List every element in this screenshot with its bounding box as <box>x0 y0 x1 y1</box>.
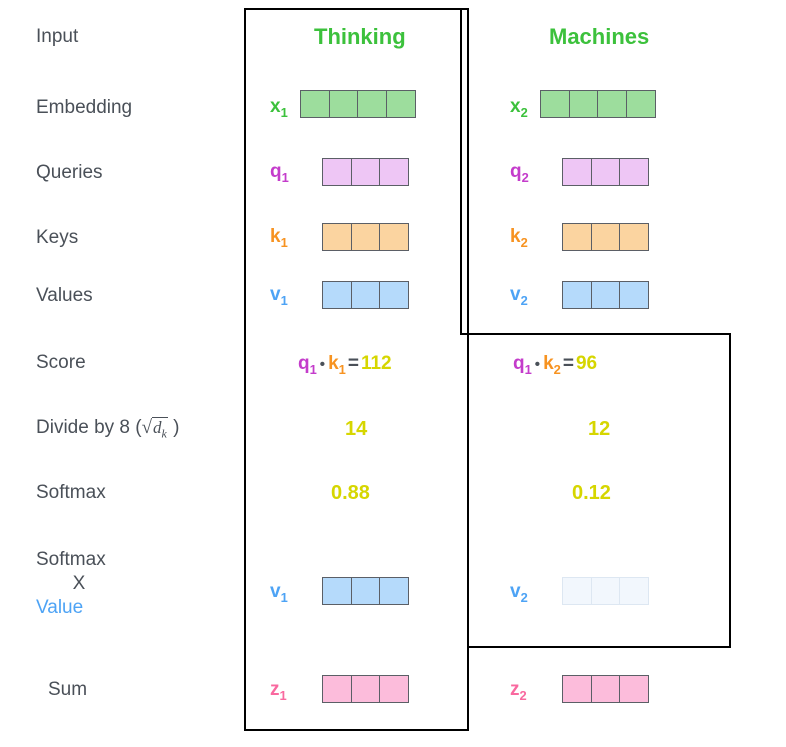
vector-cell <box>562 158 592 186</box>
divide-prefix-text: Divide by 8 ( <box>36 417 142 438</box>
vector-cell <box>625 90 656 118</box>
softmax-value-column-one: 0.88 <box>331 482 370 504</box>
row-label-divide-by-8: Divide by 8 (√dk ) <box>36 416 179 441</box>
vector-cell <box>590 223 621 251</box>
row-label-values: Values <box>36 285 93 306</box>
vector-cell <box>562 223 592 251</box>
vector-k1 <box>322 223 409 251</box>
vector-z2 <box>562 675 649 703</box>
vector-tag-v2: v2 <box>510 284 528 308</box>
vector-tag-z2: z2 <box>510 679 527 703</box>
vector-q1 <box>322 158 409 186</box>
vector-x2 <box>540 90 656 118</box>
dot-product-icon: • <box>319 356 326 373</box>
vector-v1 <box>322 281 409 309</box>
softmax-times-value-line-3: Value <box>36 596 84 618</box>
outline-upper-right <box>460 9 468 335</box>
row-label-embedding: Embedding <box>36 97 133 118</box>
row-label-softmax: Softmax <box>36 482 106 503</box>
weighted-vector-tag-v2: v2 <box>510 581 528 605</box>
vector-cell <box>322 281 352 309</box>
column-title-machines: Machines <box>549 24 650 49</box>
score-expression-column-one: q1•k1=112 <box>298 353 392 377</box>
row-label-queries: Queries <box>36 162 103 183</box>
vector-cell <box>322 223 352 251</box>
vector-cell <box>379 577 409 605</box>
dot-product-icon: • <box>534 356 541 373</box>
vector-cell <box>590 158 621 186</box>
vector-cell <box>350 281 381 309</box>
weighted-vector-v1 <box>322 577 409 605</box>
softmax-times-value-line-2: X <box>72 572 86 594</box>
vector-cell <box>619 158 649 186</box>
divided-value-column-one: 14 <box>345 418 368 440</box>
vector-cell <box>590 577 621 605</box>
vector-cell <box>590 281 621 309</box>
vector-cell <box>619 577 649 605</box>
vector-tag-k1: k1 <box>270 226 288 250</box>
vector-tag-v1: v1 <box>270 284 288 308</box>
column-title-thinking: Thinking <box>314 24 406 49</box>
vector-cell <box>562 577 592 605</box>
softmax-value-column-two: 0.12 <box>572 482 611 504</box>
vector-cell <box>300 90 330 118</box>
vector-cell <box>619 281 649 309</box>
vector-cell <box>350 675 381 703</box>
row-label-score: Score <box>36 352 86 373</box>
vector-tag-q1: q1 <box>270 161 289 185</box>
divide-suffix-text: ) <box>173 417 180 438</box>
vector-cell <box>385 90 416 118</box>
row-label-softmax-times-value: Softmax X Value <box>36 548 122 619</box>
vector-v2 <box>562 281 649 309</box>
vector-cell <box>350 577 381 605</box>
vector-x1 <box>300 90 416 118</box>
vector-cell <box>350 223 381 251</box>
score-expression-column-two: q1•k2=96 <box>513 353 598 377</box>
vector-cell <box>379 223 409 251</box>
vector-cell <box>568 90 599 118</box>
vector-k2 <box>562 223 649 251</box>
vector-cell <box>590 675 621 703</box>
vector-cell <box>540 90 570 118</box>
row-label-input: Input <box>36 26 79 47</box>
softmax-times-value-line-1: Softmax <box>36 549 106 570</box>
divide-dk-text: dk <box>152 417 168 441</box>
weighted-vector-tag-v1: v1 <box>270 581 288 605</box>
vector-cell <box>379 675 409 703</box>
vector-cell <box>322 675 352 703</box>
vector-cell <box>379 281 409 309</box>
divided-value-column-two: 12 <box>588 418 611 440</box>
vector-cell <box>350 158 381 186</box>
vector-cell <box>357 90 387 118</box>
vector-cell <box>322 577 352 605</box>
vector-cell <box>597 90 627 118</box>
vector-tag-x1: x1 <box>270 96 288 120</box>
vector-z1 <box>322 675 409 703</box>
vector-tag-k2: k2 <box>510 226 528 250</box>
vector-cell <box>619 675 649 703</box>
vector-cell <box>379 158 409 186</box>
vector-cell <box>328 90 359 118</box>
row-label-sum: Sum <box>48 679 88 700</box>
row-label-keys: Keys <box>36 227 79 248</box>
vector-tag-x2: x2 <box>510 96 528 120</box>
vector-q2 <box>562 158 649 186</box>
radical-icon: √ <box>141 417 153 438</box>
vector-cell <box>562 281 592 309</box>
vector-cell <box>322 158 352 186</box>
vector-tag-q2: q2 <box>510 161 529 185</box>
vector-tag-z1: z1 <box>270 679 287 703</box>
weighted-vector-v2 <box>562 577 649 605</box>
vector-cell <box>619 223 649 251</box>
vector-cell <box>562 675 592 703</box>
